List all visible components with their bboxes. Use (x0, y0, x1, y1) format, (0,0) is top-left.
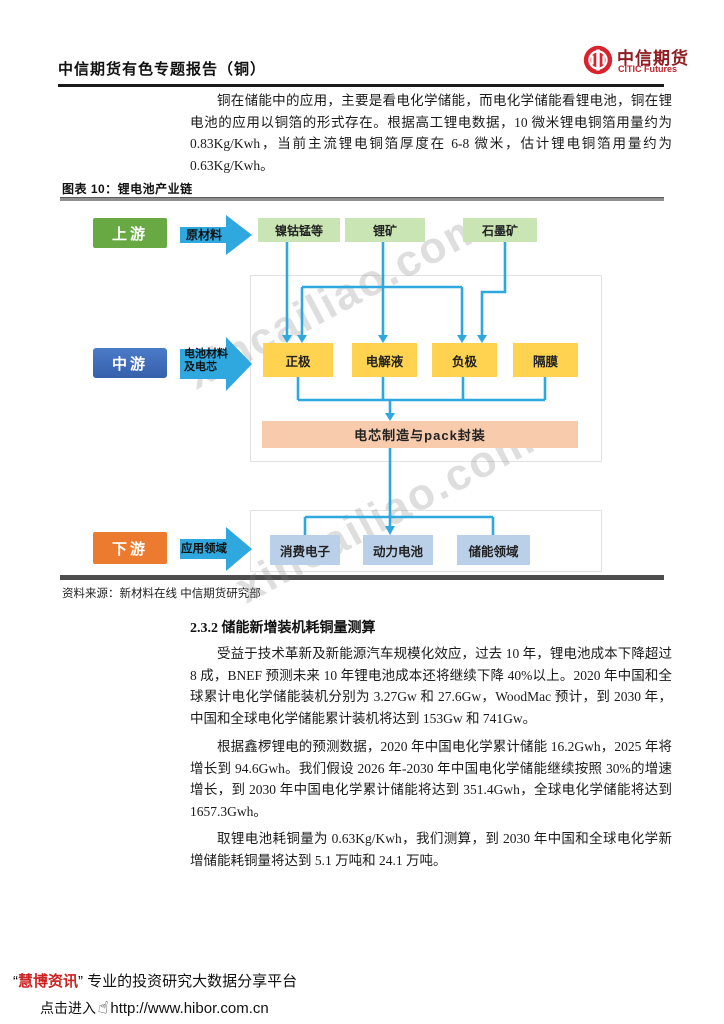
upstream-item-nickel-cobalt-manganese: 镍钴锰等 (258, 218, 340, 242)
paragraph-copper-consumption: 取锂电池耗铜量为 0.63Kg/Kwh，我们测算，到 2030 年中国和全球电化… (190, 831, 672, 868)
lithium-battery-industry-chain-diagram: xincailiao.com xincailiao.com (60, 197, 664, 613)
downstream-item-consumer-electronics: 消费电子 (270, 535, 340, 565)
footer-brand-line: “慧博资讯” 专业的投资研究大数据分享平台 (13, 970, 297, 991)
footer-click-text[interactable]: 点击进入 (40, 1000, 96, 1016)
figure-caption: 图表 10：锂电池产业链 (62, 182, 193, 196)
arrow-label-raw-materials: 原材料 (185, 228, 222, 242)
connector-arrowheads (282, 335, 487, 535)
downstream-item-power-battery: 动力电池 (363, 535, 433, 565)
quote-open: “ (13, 973, 18, 990)
stage-box-midstream: 中游 (93, 348, 167, 378)
hand-cursor-icon: ☝ (96, 997, 110, 1019)
stage-box-downstream: 下游 (93, 532, 167, 564)
midstream-item-separator: 隔膜 (513, 343, 578, 377)
logo-text-zh: 中信期货 (617, 49, 689, 68)
stage-box-upstream: 上游 (93, 218, 167, 248)
midstream-item-anode: 负极 (432, 343, 497, 377)
report-header-title: 中信期货有色专题报告（铜） (58, 61, 267, 78)
cell-manufacturing-pack-box: 电芯制造与pack封装 (262, 421, 578, 448)
arrow-label-applications: 应用领域 (181, 543, 227, 555)
flow-arrow-applications (180, 527, 252, 571)
flow-arrow-shapes (180, 215, 252, 571)
citic-futures-logo: 中信期货 CITIC Futures (583, 44, 703, 78)
flow-arrow-battery-materials (180, 337, 252, 391)
flow-arrow-raw-materials (180, 215, 252, 255)
footer-url-link[interactable]: http://www.hibor.com.cn (110, 999, 269, 1017)
quote-close: ” (78, 973, 84, 990)
figure-bottom-border (60, 575, 664, 580)
midstream-item-electrolyte: 电解液 (352, 343, 417, 377)
upstream-item-lithium-ore: 锂矿 (345, 218, 425, 242)
paragraph-capacity-growth: 根据鑫椤锂电的预测数据，2020 年中国电化学累计储能 16.2Gwh，2025… (190, 739, 672, 819)
footer-link-line: 点击进入 ☝ http://www.hibor.com.cn (40, 997, 269, 1019)
footer-tagline: 专业的投资研究大数据分享平台 (83, 973, 298, 990)
connector-lines (180, 215, 547, 571)
header-divider (58, 84, 664, 87)
upstream-item-graphite-ore: 石墨矿 (463, 218, 537, 242)
paragraph-intro: 铜在储能中的应用，主要是看电化学储能，而电化学储能看锂电池，铜在锂电池的应用以铜… (190, 93, 672, 173)
arrow-label-battery-materials: 电池材料 及电芯 (184, 348, 244, 374)
logo-text-en: CITIC Futures (618, 64, 678, 74)
arrow-label-line1: 电池材料 (184, 348, 228, 360)
downstream-item-energy-storage: 储能领域 (457, 535, 530, 565)
arrow-label-line2: 及电芯 (184, 361, 217, 373)
figure-source: 资料来源：新材料在线 中信期货研究部 (62, 588, 261, 600)
paragraph-storage-forecast: 受益于技术革新及新能源汽车规模化效应，过去 10 年，锂电池成本下降超过 8 成… (190, 646, 672, 726)
footer-brand: 慧博资讯 (18, 973, 79, 990)
figure-top-border (60, 197, 664, 201)
citic-logo-icon (583, 45, 613, 75)
midstream-item-cathode: 正极 (263, 343, 333, 377)
section-heading: 2.3.2 储能新增装机耗铜量测算 (190, 621, 376, 636)
